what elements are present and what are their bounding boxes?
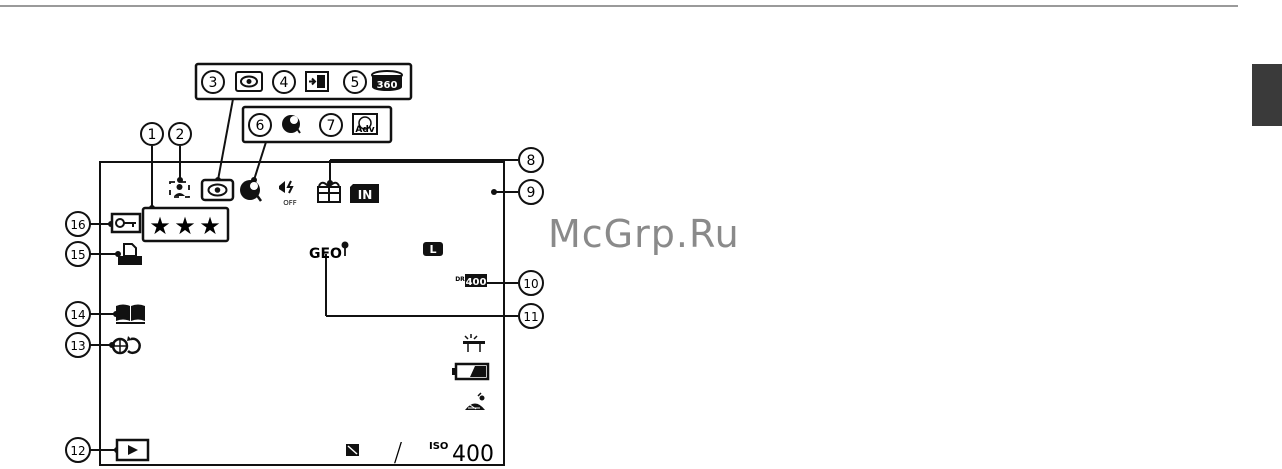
callout-14: 14: [66, 302, 90, 326]
callout-3: 3: [202, 71, 224, 93]
star-icon: ★: [174, 212, 196, 240]
callout-15-label: 15: [70, 248, 85, 262]
callout-6: 6: [249, 114, 271, 136]
dr-label: DR: [455, 276, 465, 283]
internal-memory-icon: IN: [350, 184, 379, 203]
image-search-icon: [113, 336, 140, 353]
leader-lines: [90, 99, 518, 450]
geo-pin-icon: [342, 242, 349, 249]
face-detect-icon-popup: [282, 115, 300, 133]
flash-off-icon: OFF: [279, 181, 297, 207]
callout-4: 4: [273, 71, 295, 93]
callout-2: 2: [169, 123, 191, 145]
callout-16-label: 16: [70, 218, 85, 232]
ev-separator: /: [394, 438, 403, 468]
callout-6-label: 6: [256, 118, 265, 134]
callout-7-label: 7: [327, 118, 336, 134]
image-size-label: L: [429, 243, 436, 256]
callout-3-label: 3: [209, 75, 218, 91]
geo-label: GEO: [309, 246, 342, 262]
callout-12: 12: [66, 438, 90, 462]
photobook-icon: [116, 305, 145, 324]
face-icon: [170, 182, 189, 197]
callout-13: 13: [66, 333, 90, 357]
callout-1-label: 1: [148, 127, 157, 143]
adv-label: Adv: [355, 125, 374, 135]
callout-5-label: 5: [351, 75, 360, 91]
battery-icon: [452, 364, 488, 379]
callout-2-label: 2: [176, 127, 185, 143]
callout-12-label: 12: [70, 444, 85, 458]
playback-icon: [117, 440, 148, 460]
callout-10-label: 10: [523, 277, 538, 291]
callout-1: 1: [141, 123, 163, 145]
gift-icon: [318, 183, 340, 202]
iso-label: ISO: [429, 441, 448, 452]
callout-8-label: 8: [527, 153, 536, 169]
callout-15: 15: [66, 242, 90, 266]
star-icon: ★: [149, 212, 171, 240]
callout-9: 9: [519, 180, 543, 204]
callout-11-label: 11: [523, 310, 538, 324]
callout-7: 7: [320, 114, 342, 136]
image-size-icon: L: [423, 242, 443, 256]
protect-icon: [112, 214, 140, 232]
flash-off-label: OFF: [283, 199, 297, 207]
red-eye-display-icon: [202, 180, 233, 200]
watermark: McGrp.Ru: [548, 212, 740, 256]
callout-11: 11: [519, 304, 543, 328]
internal-memory-label: IN: [358, 188, 373, 202]
rating: ★ ★ ★: [143, 208, 228, 241]
dr-value: 400: [466, 277, 487, 288]
exposure-compensation-icon: [346, 444, 359, 456]
print-icon: [118, 244, 142, 265]
callout-10: 10: [519, 271, 543, 295]
iso-value: 400: [452, 442, 494, 467]
callout-8: 8: [519, 148, 543, 172]
panorama-label: 360: [377, 80, 398, 91]
red-eye-icon: [236, 72, 262, 91]
callout-9-label: 9: [527, 185, 536, 201]
iso: ISO 400: [429, 441, 494, 467]
white-balance-icon: [463, 334, 485, 352]
callout-16: 16: [66, 212, 90, 236]
dynamic-range-icon: DR 400: [455, 274, 487, 288]
face-recognition-icon: [240, 180, 261, 201]
advanced-mode-icon: Adv: [353, 114, 377, 135]
callout-4-label: 4: [280, 75, 289, 91]
film-simulation-icon: [465, 393, 485, 410]
callout-14-label: 14: [70, 308, 85, 322]
star-icon: ★: [199, 212, 221, 240]
frame-select-icon: [306, 72, 328, 91]
callout-5: 5: [344, 71, 366, 93]
callout-13-label: 13: [70, 339, 85, 353]
geotag: GEO: [309, 242, 349, 263]
